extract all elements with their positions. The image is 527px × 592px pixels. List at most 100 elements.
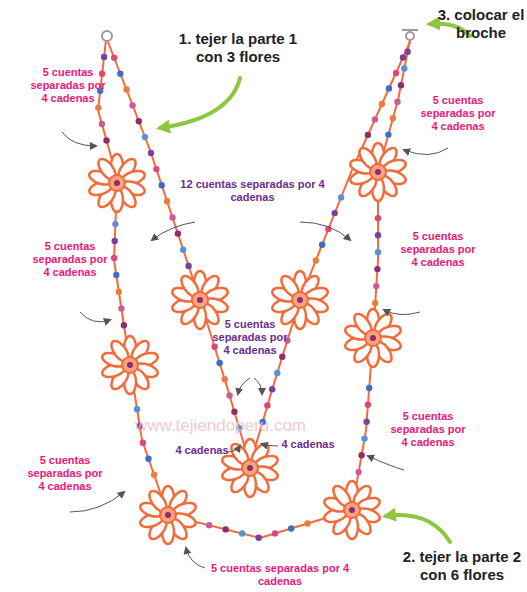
leader-line (368, 456, 404, 470)
bead (373, 283, 379, 289)
bead (222, 376, 228, 382)
bead (272, 530, 278, 536)
bead (113, 272, 119, 278)
bead (145, 456, 151, 462)
leader-line (262, 444, 278, 446)
flower-bead (297, 297, 303, 303)
bead (365, 402, 371, 408)
strands (98, 40, 410, 538)
flower-center (370, 164, 386, 180)
bead (374, 266, 380, 272)
leader-line (404, 148, 448, 155)
crochet-flower (271, 271, 330, 329)
bead (169, 214, 175, 220)
bead (99, 71, 105, 77)
bead (404, 49, 410, 55)
beads (95, 49, 411, 541)
bead (123, 86, 129, 92)
bead (153, 166, 159, 172)
bead-note: 5 cuentas separadas por 4 cadenas (205, 562, 355, 588)
bead (142, 134, 148, 140)
flower-center (292, 292, 308, 308)
chain-note: 4 cadenas (278, 438, 338, 451)
crochet-flower (139, 486, 198, 544)
bead (140, 440, 146, 446)
bead (358, 452, 364, 458)
bead (129, 102, 135, 108)
step-note: 2. tejer la parte 2 con 6 flores (398, 548, 526, 584)
bead (319, 242, 325, 248)
leader-line (384, 310, 420, 315)
bead (401, 65, 407, 71)
chain-note: 4 cadenas (172, 444, 232, 457)
bead (332, 210, 338, 216)
bead (216, 360, 222, 366)
leader-lines (62, 132, 448, 568)
step-arrows (160, 24, 470, 542)
bead (223, 526, 229, 532)
bead (365, 132, 371, 138)
crochet-flower (344, 309, 403, 367)
bead (288, 525, 294, 531)
bead (175, 230, 181, 236)
flower-center (122, 357, 138, 373)
bead (400, 54, 406, 60)
flower-bead (165, 512, 171, 518)
bead (372, 300, 378, 306)
bead (101, 54, 107, 60)
bead-note: 5 cuentas separadas por 4 cadenas (30, 240, 110, 280)
bead (231, 409, 237, 415)
step-note: 1. tejer la parte 1 con 3 flores (168, 30, 308, 66)
bead-note: 12 cuentas separadas por 4 cadenas (175, 178, 330, 204)
leader-line (300, 222, 350, 240)
bead-note: 5 cuentas separadas por 4 cadenas (28, 66, 108, 106)
bead (355, 469, 361, 475)
bead (121, 322, 127, 328)
crochet-flower (349, 143, 408, 201)
bead (148, 150, 154, 156)
bead-note: 5 cuentas separadas por 4 cadenas (418, 94, 498, 134)
flower-bead (197, 297, 203, 303)
bead (338, 194, 344, 200)
crochet-flower (323, 481, 382, 539)
bead (385, 131, 391, 137)
bead (99, 121, 105, 127)
bead-note: 5 cuentas separadas por 4 cadenas (25, 454, 105, 494)
bead (112, 221, 118, 227)
step-note: 3. colocar el broche (436, 6, 526, 42)
bead-note: 5 cuentas separadas por 4 cadenas (388, 410, 468, 450)
bead (386, 85, 392, 91)
flowers (88, 143, 408, 544)
bead (151, 472, 157, 478)
bead (117, 71, 123, 77)
flower-bead (247, 465, 253, 471)
bead (226, 392, 232, 398)
leader-line (254, 378, 262, 394)
bead (274, 370, 280, 376)
bead (185, 263, 191, 269)
bead (111, 255, 117, 261)
leader-line (80, 312, 110, 322)
bead (111, 55, 117, 61)
clasp-bar (402, 29, 418, 31)
leader-line (62, 132, 96, 146)
flower-bead (375, 169, 381, 175)
bead (116, 289, 122, 295)
bead (375, 232, 381, 238)
flower-center (192, 292, 208, 308)
crochet-flower (171, 271, 230, 329)
bead (264, 402, 270, 408)
bead (361, 435, 367, 441)
leader-line (152, 222, 195, 240)
bead (206, 522, 212, 528)
flower-center (242, 460, 258, 476)
bead (95, 104, 101, 110)
crochet-strand (98, 40, 410, 538)
flower-bead (349, 507, 355, 513)
crochet-flower (88, 154, 147, 212)
bead (134, 406, 140, 412)
bead (372, 116, 378, 122)
bead (136, 118, 142, 124)
flower-center (344, 502, 360, 518)
bead (398, 82, 404, 88)
